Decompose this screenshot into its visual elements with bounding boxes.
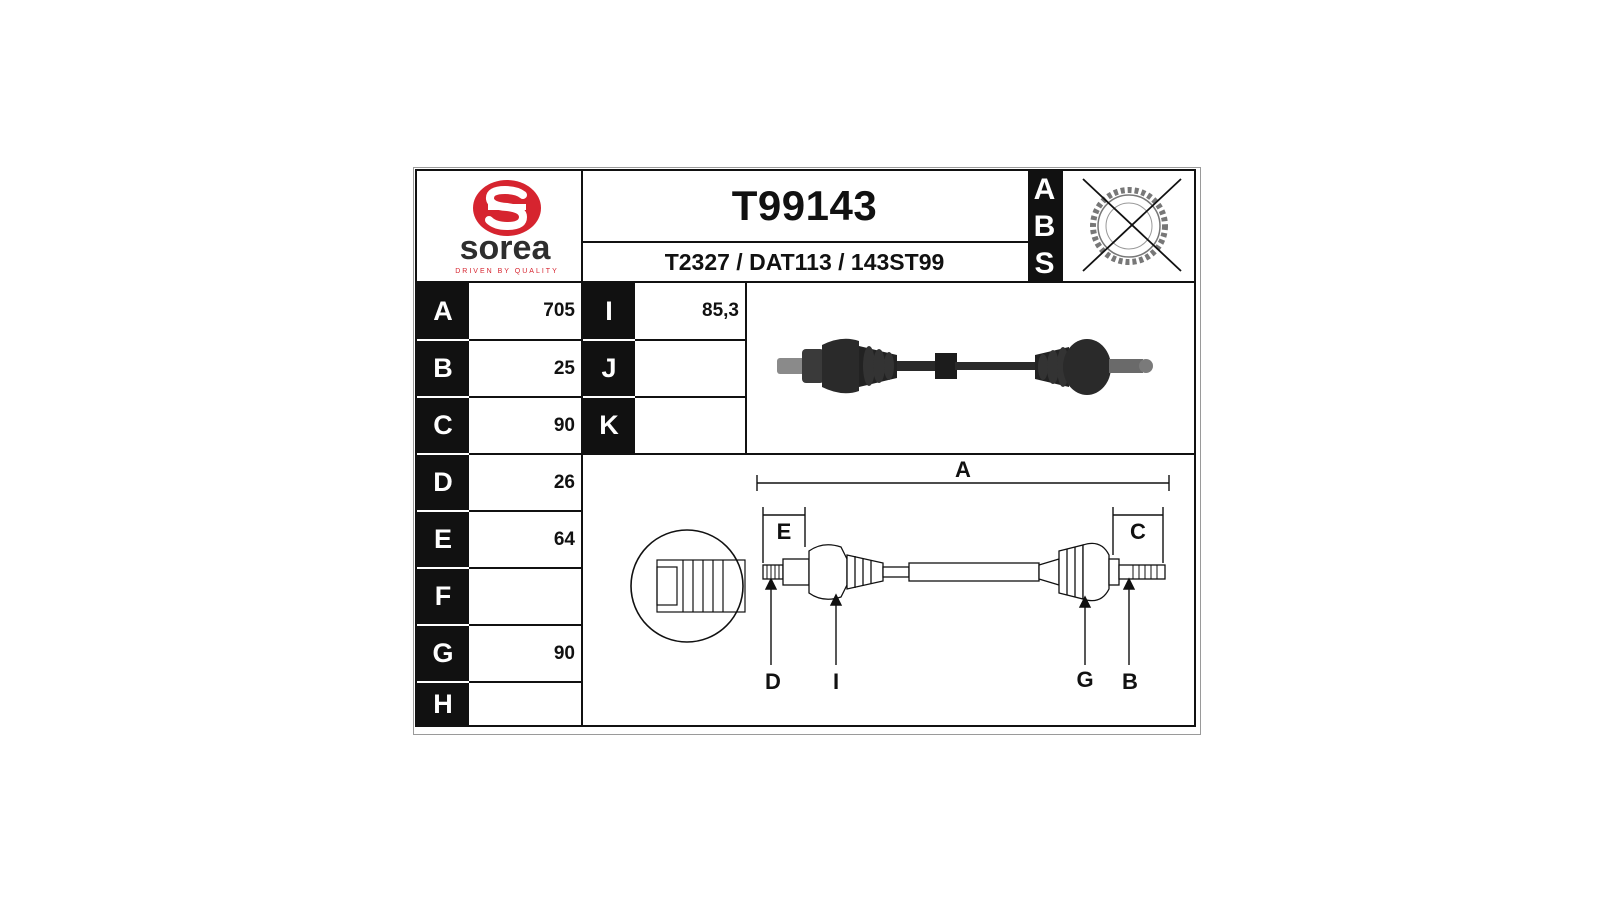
diagram-label-e: E (777, 519, 792, 544)
product-photo (747, 283, 1192, 453)
row-divider (469, 396, 581, 398)
sheet-frame: sorea DRIVEN BY QUALITY T99143 T2327 / D… (415, 169, 1196, 727)
divider-title (581, 241, 1028, 243)
abs-ring-hub (1105, 202, 1153, 250)
brand-name: sorea (460, 229, 552, 267)
dim-label-c: C (417, 398, 469, 453)
dim-label-f: F (417, 569, 469, 624)
row-divider (469, 681, 581, 683)
dim-value-a: 705 (543, 300, 575, 321)
abs-letter-b: B (1033, 209, 1056, 243)
dim-label-i: I (583, 283, 635, 339)
dimension-e-line (762, 507, 806, 563)
abs-letter-a: A (1033, 172, 1056, 206)
dim-value-f (469, 569, 581, 624)
spline-detail-circle (630, 529, 744, 643)
abs-letter-s: S (1034, 247, 1055, 281)
dim-label-g: G (417, 626, 469, 681)
row-divider (469, 339, 581, 341)
spline-detail-icon (656, 559, 746, 613)
abs-ring-box (1063, 171, 1192, 281)
cross-line-2 (1082, 178, 1182, 272)
photo-hub-left (802, 349, 824, 383)
photo-joint-right (1063, 339, 1111, 395)
dim-label-d: D (417, 455, 469, 510)
drive-shaft-diagram: A E C (630, 457, 1170, 694)
dim-value-i: 85,3 (702, 300, 739, 321)
diagram-label-i: I (833, 669, 839, 694)
dim-label-e: E (417, 512, 469, 567)
dim-value-d: 26 (553, 471, 575, 493)
row-divider (469, 453, 581, 455)
divider-diagram (583, 453, 1194, 455)
product-sheet: sorea DRIVEN BY QUALITY T99143 T2327 / D… (413, 167, 1201, 735)
photo-nut-right (1139, 359, 1153, 373)
dim-label-j: J (583, 341, 635, 396)
dim-label-h: H (417, 683, 469, 725)
photo-joint-left (822, 338, 859, 394)
logo-s-bar (488, 204, 526, 210)
brand-tagline: DRIVEN BY QUALITY (455, 268, 559, 275)
photo-stub-right (1109, 359, 1143, 373)
diagram-spline-marks (766, 565, 1158, 579)
dim-value-j (635, 341, 745, 396)
divider-logo (581, 171, 583, 725)
photo-shaft-2 (955, 362, 1035, 370)
row-divider (635, 339, 745, 341)
divider-header (417, 281, 1194, 283)
technical-diagram: A E C (583, 455, 1192, 725)
diagram-label-b: B (1122, 669, 1138, 694)
dim-label-a: A (417, 283, 469, 339)
sorea-logo-icon: sorea DRIVEN BY QUALITY (455, 180, 559, 275)
drive-shaft-photo (777, 338, 1153, 395)
row-divider (469, 624, 581, 626)
diagram-pointers (764, 577, 1136, 665)
abs-label-column: A B S (1028, 171, 1061, 283)
row-divider (469, 567, 581, 569)
divider-photo (745, 281, 747, 453)
photo-boot-ribs-left (863, 346, 894, 386)
photo-damper (935, 353, 957, 379)
dim-value-e: 64 (553, 528, 575, 550)
dim-value-c: 90 (553, 414, 575, 436)
diagram-label-g: G (1076, 667, 1093, 692)
abs-ring-inner (1097, 194, 1161, 258)
divider-abs (1061, 171, 1063, 281)
row-divider (469, 510, 581, 512)
cross-references: T2327 / DAT113 / 143ST99 (664, 248, 945, 275)
diagram-label-a: A (955, 457, 971, 482)
row-divider (635, 396, 745, 398)
brand-logo: sorea DRIVEN BY QUALITY (417, 171, 581, 281)
part-number: T99143 (731, 182, 878, 229)
photo-shaft-1 (897, 361, 937, 371)
dim-value-g: 90 (553, 642, 575, 664)
dimension-a-line (756, 475, 1170, 491)
dim-value-k (635, 398, 745, 453)
abs-ring-teeth (1090, 187, 1168, 265)
abs-ring-crossed-icon (1082, 178, 1182, 272)
diagram-shaft-outline (762, 542, 1166, 602)
dim-value-b: 25 (553, 357, 575, 379)
dim-label-b: B (417, 341, 469, 396)
diagram-label-d: D (765, 669, 781, 694)
dim-value-h (469, 683, 581, 725)
dimension-c-line (1112, 507, 1164, 563)
photo-stub-left (777, 358, 807, 374)
dim-label-k: K (583, 398, 635, 453)
diagram-label-c: C (1130, 519, 1146, 544)
